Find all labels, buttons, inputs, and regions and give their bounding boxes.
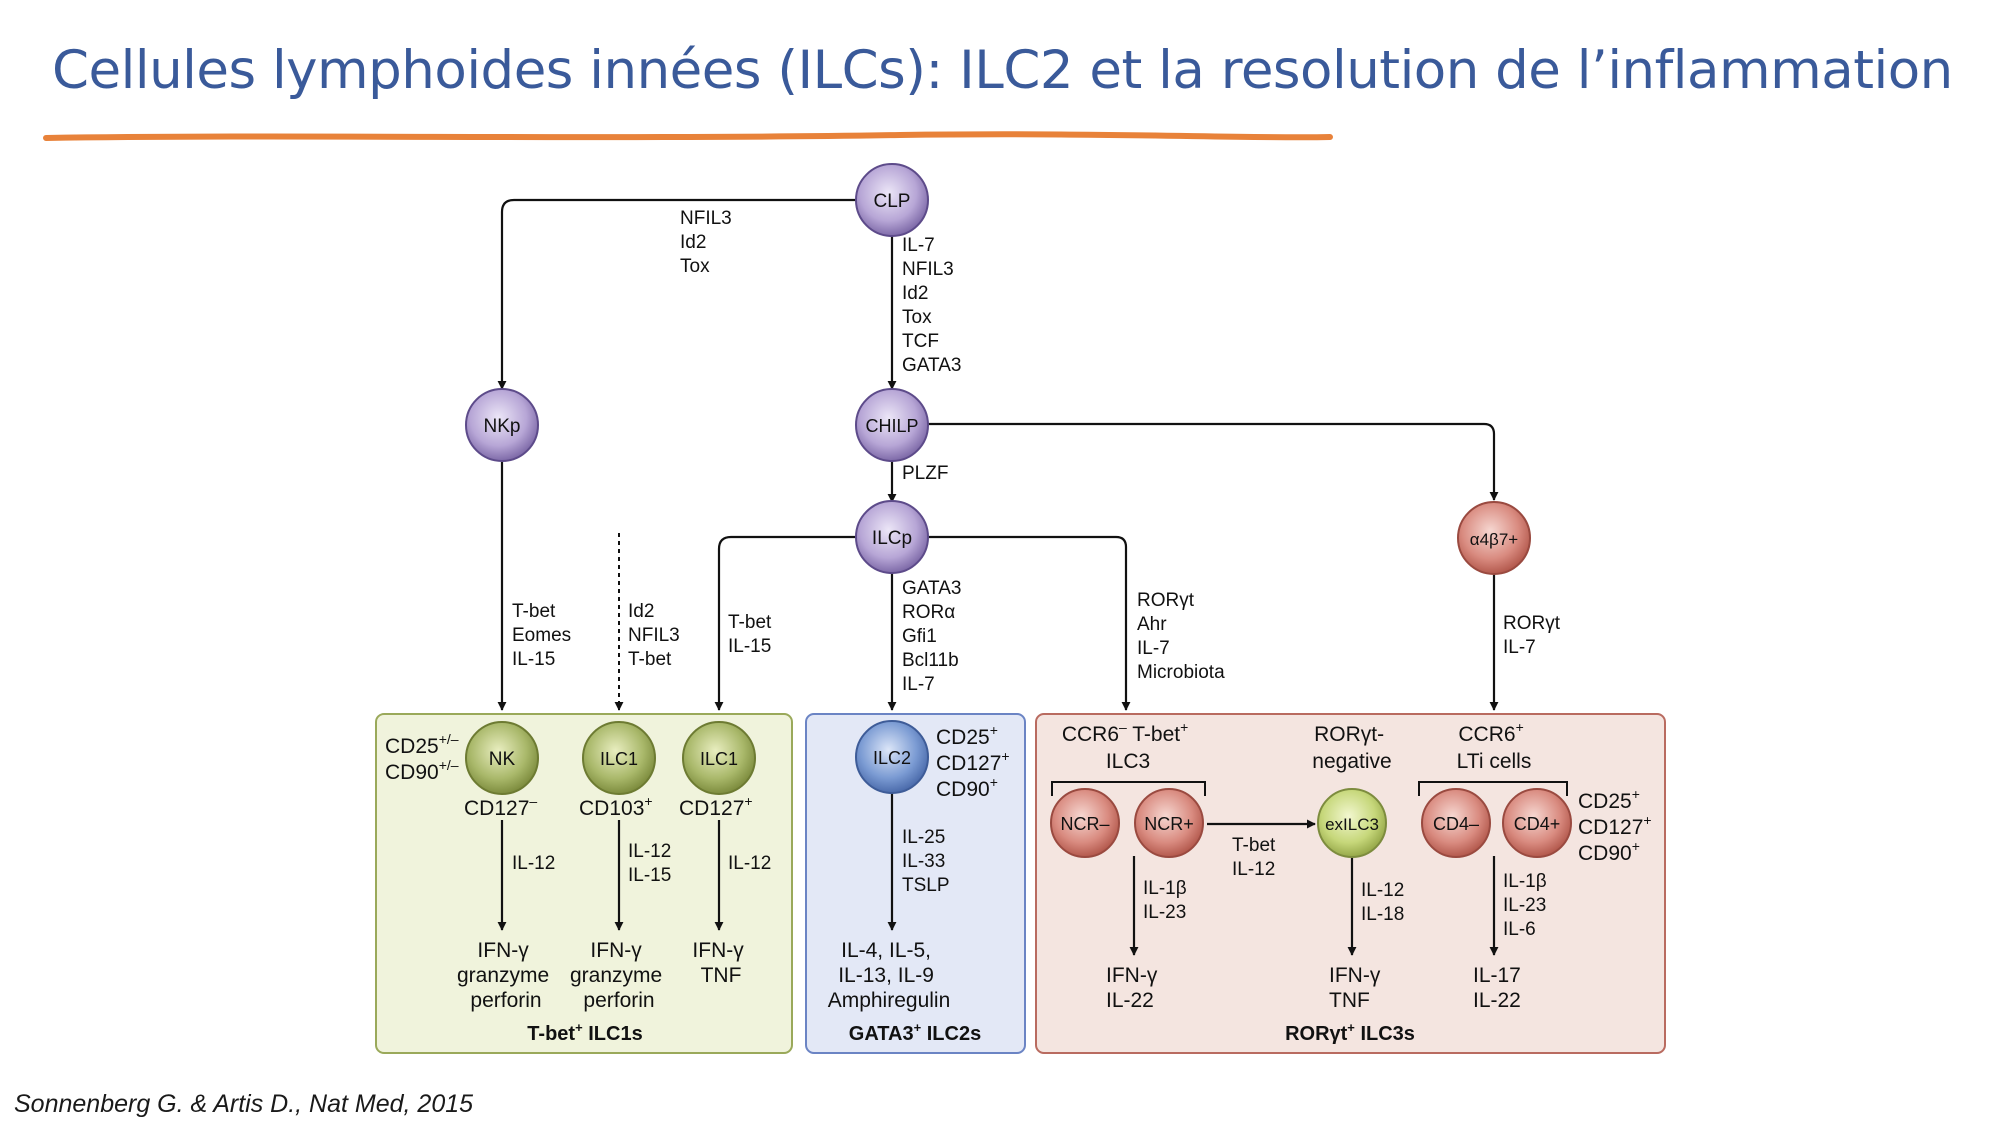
- clp-cell: CLP: [855, 163, 929, 237]
- cd4-stim: IL-1β IL-23 IL-6: [1503, 871, 1552, 940]
- ncr-minus-cell: NCR–: [1050, 788, 1120, 858]
- label-clp-nkp: NFIL3 Id2 Tox: [680, 208, 737, 277]
- label-clp-chilp: IL-7 NFIL3 Id2 Tox TCF GATA3: [902, 235, 961, 376]
- label-chilp-ilcp: PLZF: [902, 463, 948, 484]
- exilc3-output: IFN-γ TNF: [1329, 964, 1386, 1012]
- svg-text:CD4+: CD4+: [1514, 814, 1561, 834]
- label-ilcp-ilc2: GATA3 RORα Gfi1 Bcl11b IL-7: [902, 578, 967, 695]
- a4b7-cell: α4β7+: [1457, 501, 1531, 575]
- ncr-plus-cell: NCR+: [1134, 788, 1204, 858]
- cd4-output: IL-17 IL-22: [1473, 964, 1527, 1012]
- label-a4b7-lti: RORγt IL-7: [1503, 613, 1565, 658]
- ilc2-cell: ILC2: [855, 720, 929, 794]
- svg-text:NCR–: NCR–: [1060, 814, 1109, 834]
- ilc1-group-footer: T-bet+ ILC1s: [527, 1020, 642, 1045]
- svg-text:exILC3: exILC3: [1325, 815, 1379, 834]
- svg-text:ILC2: ILC2: [873, 748, 911, 768]
- edge-ilcp-ilc3: [928, 535, 1131, 711]
- lti-surface-markers: CD25+ CD127+ CD90+: [1578, 781, 1657, 865]
- ncr-output: IFN-γ IL-22: [1106, 964, 1163, 1012]
- nk-stim: IL-12: [512, 853, 555, 874]
- title-underline: [43, 131, 1333, 141]
- ilc2-stim: IL-25 IL-33 TSLP: [902, 827, 951, 896]
- ilc1a-output: IFN-γ granzyme perforin: [570, 939, 668, 1012]
- nkp-cell: NKp: [465, 388, 539, 462]
- svg-text:CHILP: CHILP: [865, 416, 918, 436]
- svg-text:α4β7+: α4β7+: [1470, 530, 1519, 549]
- ilc1a-cd103-marker: CD103+: [579, 793, 653, 820]
- svg-text:ILC1: ILC1: [700, 749, 738, 769]
- ilcp-cell: ILCp: [855, 500, 929, 574]
- ilc2-group-box: [805, 713, 1026, 1054]
- ilc1b-stim: IL-12: [728, 853, 771, 874]
- bracket-ilc3: [1051, 781, 1206, 796]
- ilc1-cd103-cell: ILC1: [582, 721, 656, 795]
- edge-chilp-a4b7: [928, 422, 1499, 501]
- label-ilcp-ilc1: T-bet IL-15: [728, 612, 777, 657]
- svg-text:CLP: CLP: [874, 191, 911, 212]
- ilc2-surface-markers: CD25+ CD127+ CD90+: [936, 717, 1015, 801]
- citation: Sonnenberg G. & Artis D., Nat Med, 2015: [14, 1090, 474, 1118]
- nk-cell: NK: [465, 721, 539, 795]
- slide-title: Cellules lymphoides innées (ILCs): ILC2 …: [52, 40, 1953, 101]
- nk-surface-markers: CD25+/– CD90+/–: [385, 726, 464, 784]
- ilc3-header: CCR6– T-bet+ ILC3: [1062, 714, 1194, 773]
- svg-text:NK: NK: [489, 749, 516, 770]
- ilc3-group-footer: RORγt+ ILC3s: [1285, 1020, 1415, 1045]
- svg-text:ILCp: ILCp: [872, 528, 912, 549]
- ilc2-group-footer: GATA3+ ILC2s: [849, 1020, 981, 1045]
- nk-cd127-marker: CD127–: [464, 793, 537, 820]
- ilc2-output: IL-4, IL-5, IL-13, IL-9 Amphiregulin: [828, 939, 951, 1012]
- label-ilcp-ilc3: RORγt Ahr IL-7 Microbiota: [1137, 590, 1225, 683]
- exilc3-stim: IL-12 IL-18: [1361, 880, 1410, 925]
- svg-text:ILC1: ILC1: [600, 749, 638, 769]
- svg-text:NCR+: NCR+: [1144, 814, 1194, 834]
- bracket-lti: [1418, 781, 1568, 796]
- svg-text:CD4–: CD4–: [1433, 814, 1479, 834]
- cd4-plus-cell: CD4+: [1502, 788, 1572, 858]
- cd4-minus-cell: CD4–: [1421, 788, 1491, 858]
- ilc1b-output: IFN-γ TNF: [692, 939, 749, 987]
- lti-header: CCR6+ LTi cells: [1457, 714, 1532, 773]
- ilc1b-cd127-marker: CD127+: [679, 793, 753, 820]
- edge-clp-nkp: [497, 198, 858, 390]
- chilp-cell: CHILP: [855, 388, 929, 462]
- ilc1-group-box: [375, 713, 793, 1054]
- ilc1a-stim: IL-12 IL-15: [628, 841, 677, 886]
- label-dotted-ilc1: Id2 NFIL3 T-bet: [628, 601, 685, 670]
- svg-text:NKp: NKp: [484, 416, 521, 437]
- nk-output: IFN-γ granzyme perforin: [457, 939, 555, 1012]
- label-nkp-nk: T-bet Eomes IL-15: [512, 601, 576, 670]
- ncr-stim: IL-1β IL-23: [1143, 878, 1192, 923]
- label-ncr-exilc3: T-bet IL-12: [1232, 835, 1281, 880]
- exilc3-cell: exILC3: [1317, 788, 1387, 858]
- ilc1-cd127-cell: ILC1: [682, 721, 756, 795]
- edge-ilcp-ilc1: [714, 535, 856, 711]
- rorgt-negative-header: RORγt- negative: [1312, 723, 1391, 773]
